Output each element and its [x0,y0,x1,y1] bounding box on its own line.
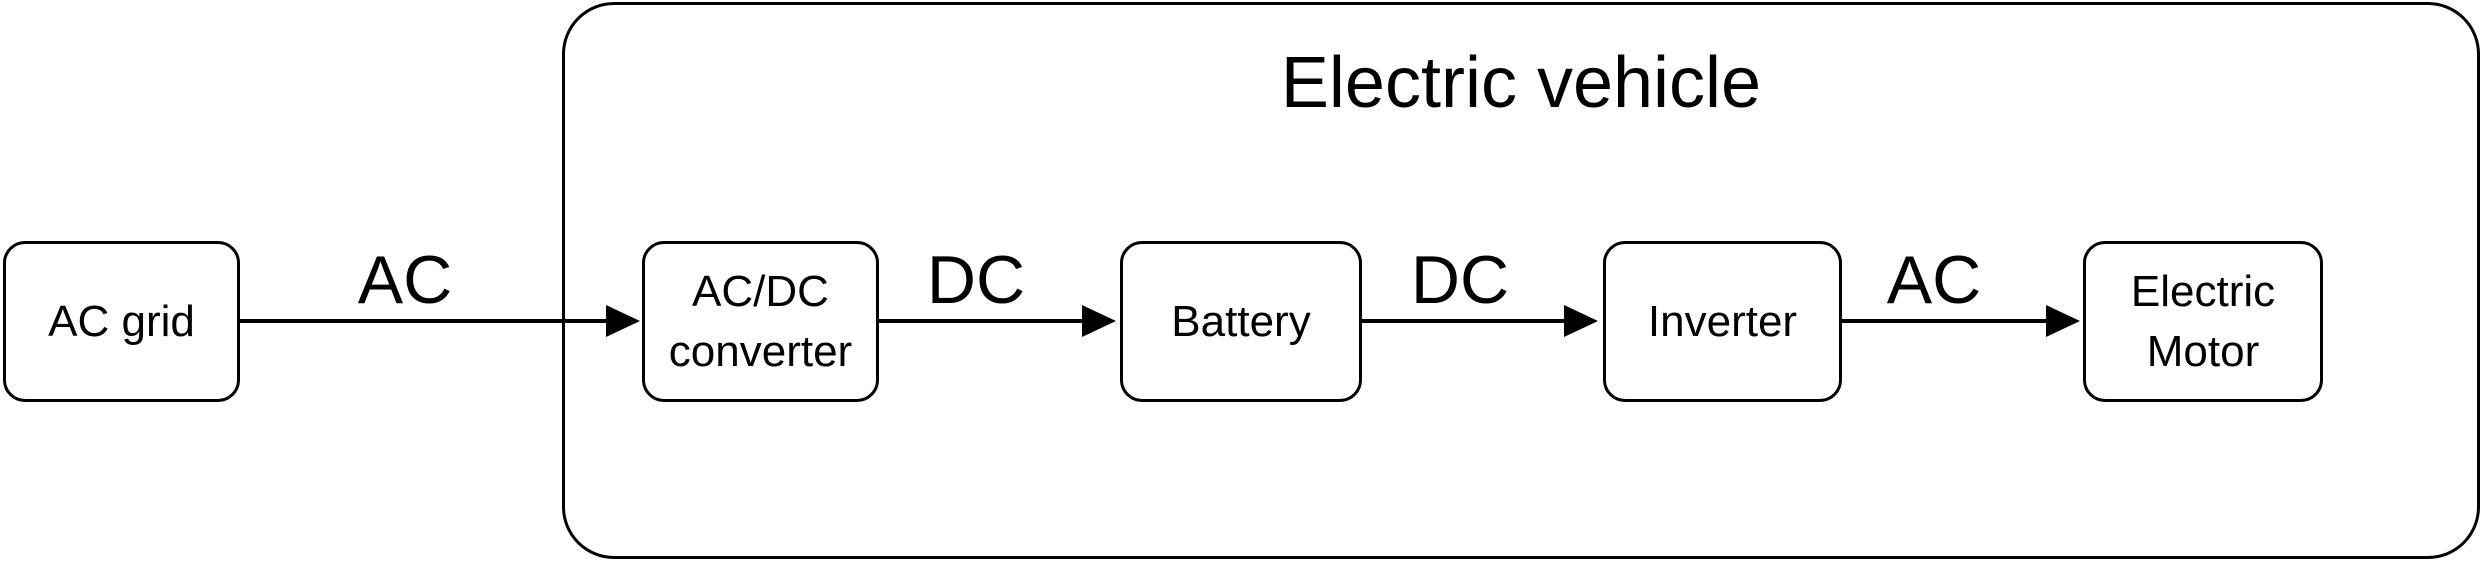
node-inverter-label: Inverter [1647,296,1798,346]
edge-ac-grid-to-converter-line [240,319,608,323]
node-ac-grid-label: AC grid [48,296,195,346]
edge-inverter-to-motor-label: AC [1886,242,1982,318]
edge-inverter-to-motor-arrowhead-icon [2046,305,2080,337]
node-electric-motor: Electric Motor [2083,241,2323,402]
edge-battery-to-inverter-label: DC [1410,242,1510,318]
edge-ac-grid-to-converter-label: AC [357,242,453,318]
edge-converter-to-battery-line [879,319,1084,323]
node-ac-grid: AC grid [3,241,240,402]
node-battery: Battery [1120,241,1362,402]
electric-vehicle-group: Electric vehicle [562,2,2480,559]
edge-battery-to-inverter-line [1362,319,1566,323]
node-acdc-converter: AC/DC converter [642,241,879,402]
node-acdc-converter-label: AC/DC converter [668,267,853,376]
edge-ac-grid-to-converter-arrowhead-icon [606,305,640,337]
node-electric-motor-label: Electric Motor [2130,267,2276,376]
node-battery-label: Battery [1171,296,1311,346]
edge-battery-to-inverter-arrowhead-icon [1564,305,1598,337]
edge-inverter-to-motor-line [1842,319,2048,323]
edge-converter-to-battery-label: DC [926,242,1026,318]
edge-converter-to-battery-arrowhead-icon [1082,305,1116,337]
node-inverter: Inverter [1603,241,1842,402]
electric-vehicle-group-title: Electric vehicle [1280,43,1762,123]
